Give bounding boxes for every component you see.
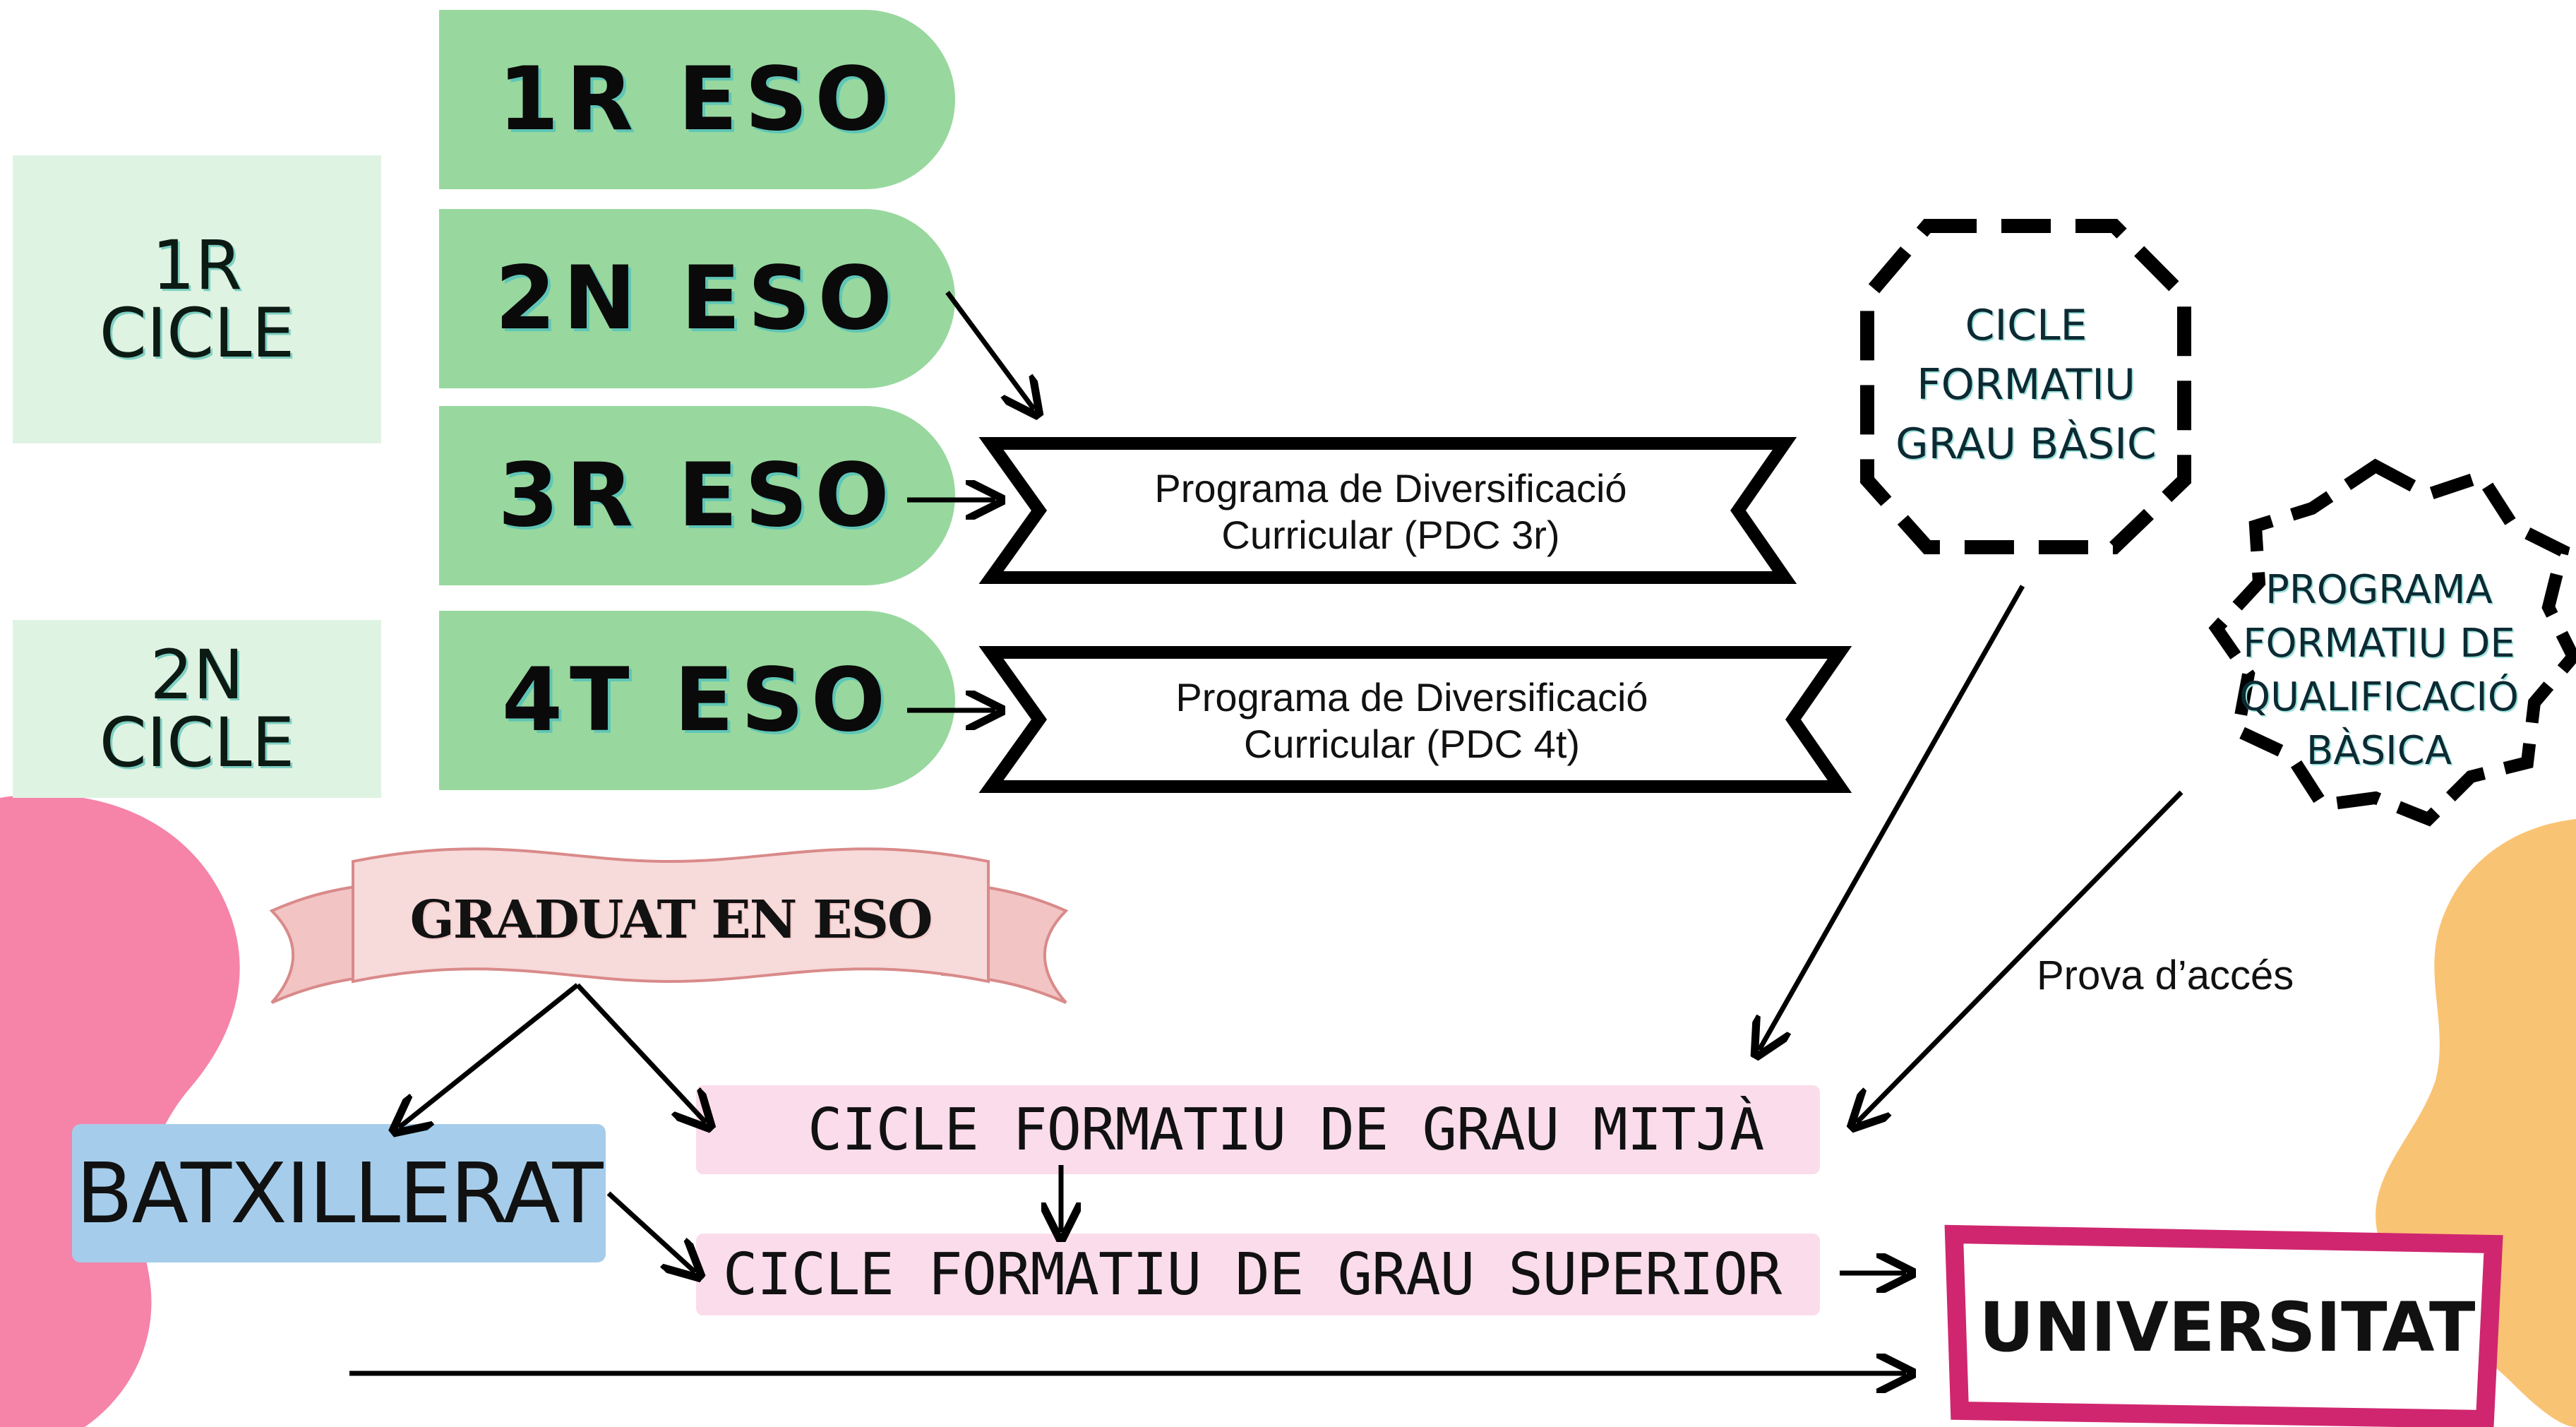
universitat-label: UNIVERSITAT [1979,1288,2476,1367]
pfqb-badge [2208,458,2576,827]
pfqb-line3: QUALIFICACIÓ [2239,674,2519,720]
pdc-3r-line1: Programa de Diversificació [1154,466,1627,511]
arrow-graduat-to-batx [399,983,580,1128]
cycle-second: 2N CICLE [13,620,381,798]
eso-level-4-label: 4T ESO [501,650,893,751]
eso-level-1-label: 1R ESO [498,49,897,150]
ribbon-body [352,847,990,984]
arrow-pfqb-to-mitja [1857,790,2183,1123]
eso-level-2: 2N ESO [439,209,955,388]
pdc-3r-shape [978,437,1797,584]
batxillerat-label: BATXILLERAT [76,1145,603,1242]
cf-superior-box: CICLE FORMATIU DE GRAU SUPERIOR [696,1234,1820,1315]
cicle-basic-line2: FORMATIU [1917,360,2135,410]
cicle-basic-octagon [1860,219,2191,554]
pdc-3r-line2: Curricular (PDC 3r) [1221,513,1560,557]
arrow-basic-to-mitja [1759,585,2025,1050]
pdc-4t-line1: Programa de Diversificació [1175,675,1648,720]
cicle-basic-text: CICLE FORMATIU GRAU BÀSIC [1871,297,2181,473]
eso-level-4: 4T ESO [439,611,955,790]
pfqb-line4: BÀSICA [2306,728,2452,774]
arrow-batx-to-superior [606,1191,695,1272]
cf-superior-label: CICLE FORMATIU DE GRAU SUPERIOR [723,1241,1782,1308]
arrow-2n-to-pdc3 [945,290,1034,410]
cycle-second-label: 2N CICLE [99,635,295,782]
pdc-3r-text: Programa de Diversificació Curricular (P… [1045,452,1737,572]
batxillerat-box: BATXILLERAT [72,1124,606,1262]
eso-level-3-label: 3R ESO [498,445,897,547]
pfqb-text: PROGRAMA FORMATIU DE QUALIFICACIÓ BÀSICA [2203,558,2556,784]
cf-mitja-box: CICLE FORMATIU DE GRAU MITJÀ [696,1085,1820,1174]
eso-level-1: 1R ESO [439,10,955,189]
universitat-box: UNIVERSITAT [1970,1257,2485,1398]
graduat-label: GRADUAT EN ESO [409,890,933,950]
pink-blob [0,794,240,1427]
pfqb-line2: FORMATIU DE [2243,621,2515,667]
cycle-first-label: 1R CICLE [99,226,295,373]
pdc-4t-line2: Curricular (PDC 4t) [1243,722,1581,766]
cf-mitja-label: CICLE FORMATIU DE GRAU MITJÀ [808,1096,1764,1164]
prova-acces-label: Prova d’accés [2037,953,2294,998]
cicle-basic-line3: GRAU BÀSIC [1895,419,2157,469]
arrow-graduat-to-mitja [575,983,706,1123]
pdc-4t-shape [978,646,1852,793]
pdc-4t-text: Programa de Diversificació Curricular (P… [1045,661,1779,781]
pfqb-line1: PROGRAMA [2265,567,2493,613]
eso-level-2-label: 2N ESO [495,248,899,350]
cycle-first: 1R CICLE [13,155,381,443]
eso-level-3: 3R ESO [439,406,955,585]
cicle-basic-line1: CICLE [1965,301,2087,350]
